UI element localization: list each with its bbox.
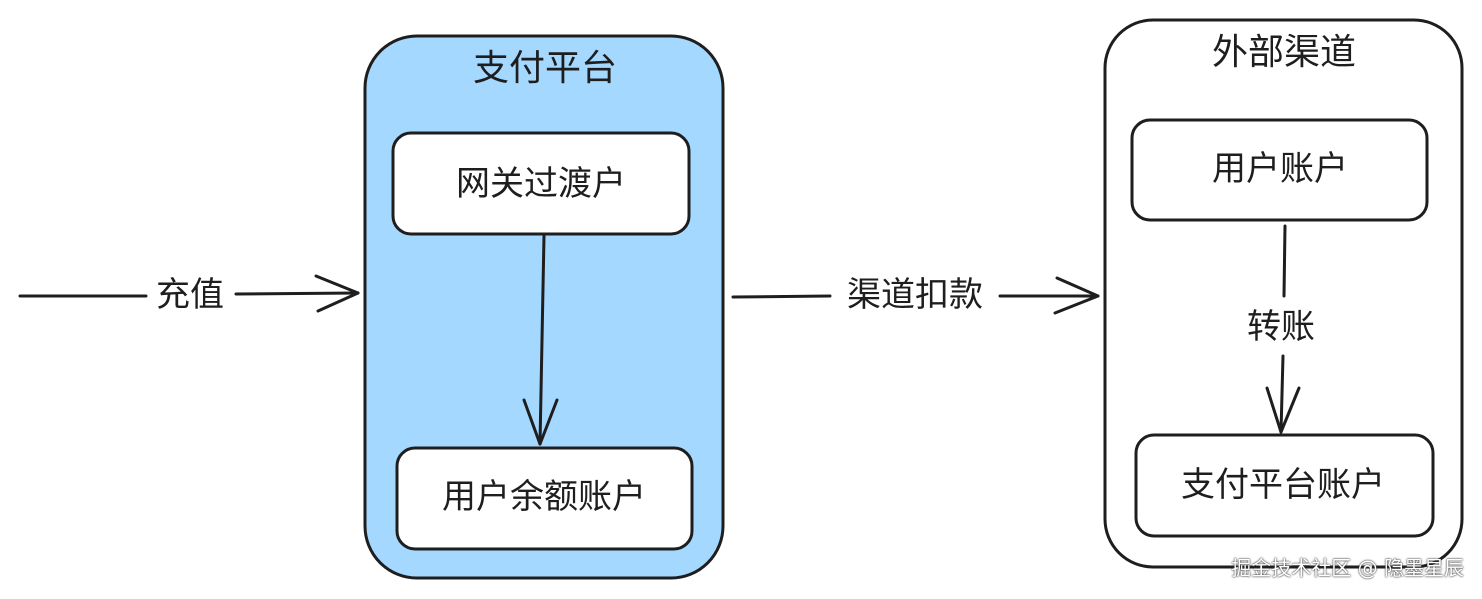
user-balance-account-label: 用户余额账户 [442, 477, 646, 517]
external-channel-title: 外部渠道 [1212, 32, 1356, 73]
arrow-channel-deduct [731, 276, 1100, 315]
transfer-edge-label: 转账 [1247, 307, 1315, 347]
user-balance-account-box[interactable] [395, 446, 694, 551]
platform-account-label: 支付平台账户 [1181, 465, 1385, 505]
arrow-recharge [18, 274, 360, 313]
platform-account-box[interactable] [1134, 433, 1435, 538]
payment-platform-title: 支付平台 [473, 48, 617, 89]
watermark-text: 掘金技术社区 @ 隐墨星辰 [1231, 556, 1464, 580]
user-account-box[interactable] [1130, 118, 1429, 222]
user-account-label: 用户账户 [1212, 149, 1348, 189]
gateway-transit-account-label: 网关过渡户 [456, 164, 626, 204]
channel-deduct-edge-label: 渠道扣款 [847, 275, 983, 315]
recharge-edge-label: 充值 [156, 275, 224, 315]
arrow-transfer [1265, 224, 1301, 434]
arrow-gateway-to-balance [522, 234, 559, 446]
gateway-transit-account-box[interactable] [391, 131, 691, 236]
